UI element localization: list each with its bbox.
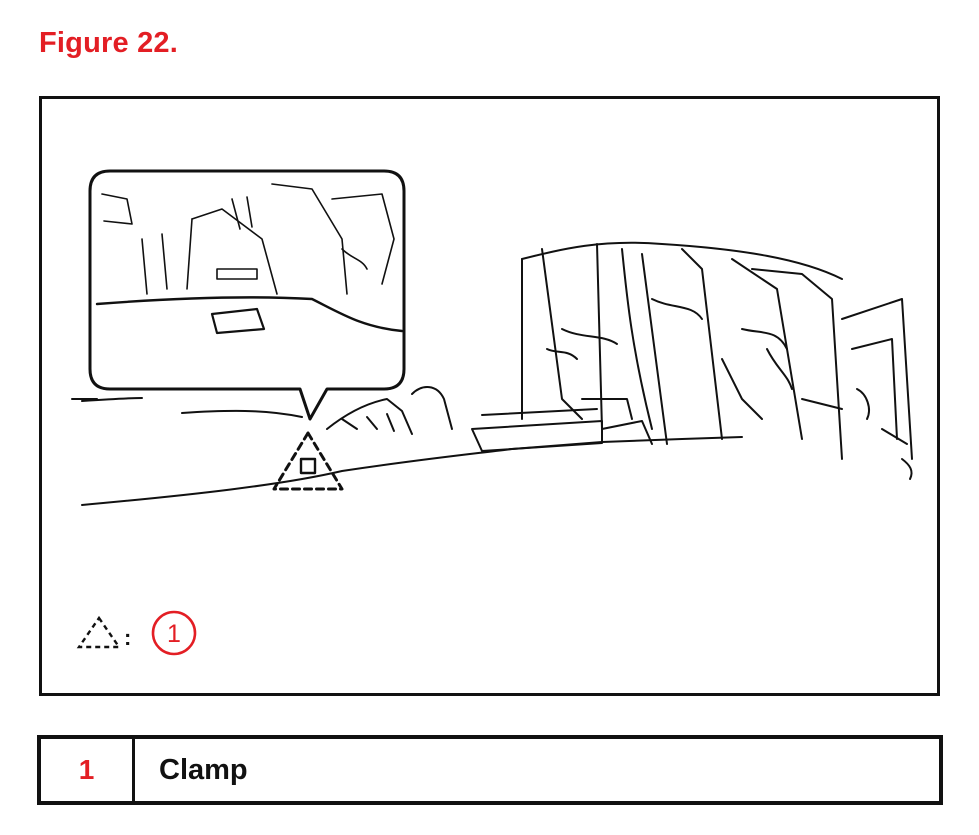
illustration-frame: : 1 (39, 96, 940, 696)
technical-illustration: : 1 (71, 169, 913, 656)
detail-view-drawing (95, 183, 404, 335)
legend-label: Clamp (159, 753, 248, 786)
callout-circle (151, 610, 197, 656)
hood-line-1 (81, 397, 143, 402)
legend-table-row: 1 Clamp (37, 735, 943, 805)
key-separator: : (124, 625, 131, 650)
legend-number: 1 (41, 739, 135, 801)
bumper-edge-line (81, 436, 743, 506)
clamp-marker-square (299, 457, 317, 475)
figure-title: Figure 22. (39, 27, 178, 59)
hood-line-3 (181, 409, 303, 418)
callout-number: 1 (167, 620, 181, 648)
key-triangle-icon (76, 615, 122, 649)
clamp-marker-triangle (272, 431, 344, 491)
engine-bay-drawing (326, 241, 913, 480)
key-legend: : 1 (76, 610, 197, 656)
detail-callout-bubble (88, 169, 406, 421)
